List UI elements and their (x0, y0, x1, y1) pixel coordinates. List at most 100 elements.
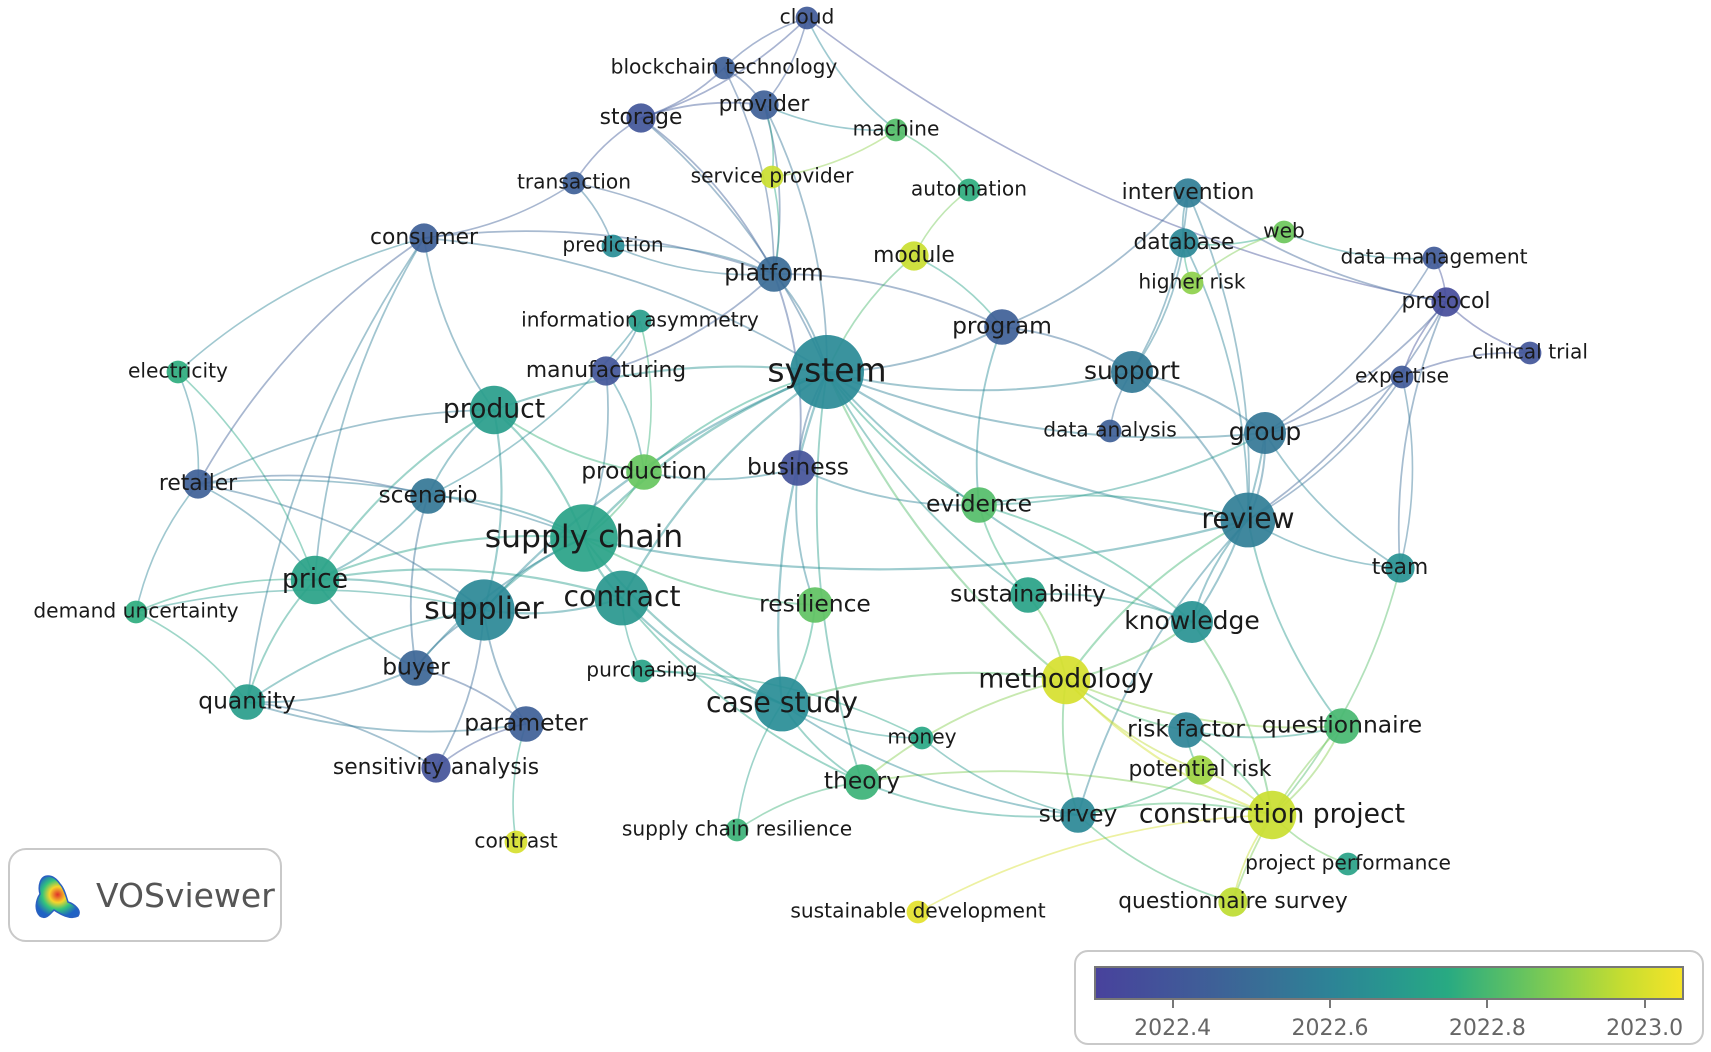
node-manufacturing[interactable] (591, 356, 621, 386)
label-storage[interactable]: storage (600, 105, 683, 130)
label-data-management[interactable]: data management (1340, 245, 1527, 269)
node-service-provider[interactable] (760, 165, 784, 189)
label-provider[interactable]: provider (719, 92, 810, 117)
label-supplier[interactable]: supplier (424, 592, 544, 627)
node-storage[interactable] (626, 103, 656, 133)
node-scenario[interactable] (410, 478, 446, 514)
label-module[interactable]: module (873, 243, 955, 268)
label-knowledge[interactable]: knowledge (1124, 606, 1260, 635)
label-resilience[interactable]: resilience (759, 590, 871, 618)
node-electricity[interactable] (166, 360, 190, 384)
label-purchasing[interactable]: purchasing (586, 658, 697, 682)
label-database[interactable]: database (1133, 230, 1234, 255)
label-review[interactable]: review (1201, 502, 1294, 535)
node-evidence[interactable] (961, 487, 997, 523)
label-supply-chain[interactable]: supply chain (485, 519, 683, 555)
label-sustainable-development[interactable]: sustainable development (790, 899, 1045, 923)
node-questionnaire-survey[interactable] (1218, 887, 1248, 917)
node-cloud[interactable] (795, 6, 819, 30)
node-provider[interactable] (749, 90, 779, 120)
node-case-study[interactable] (754, 676, 810, 732)
label-methodology[interactable]: methodology (978, 664, 1153, 695)
label-demand-uncertainty[interactable]: demand uncertainty (33, 599, 238, 623)
node-prediction[interactable] (601, 234, 625, 258)
label-money[interactable]: money (887, 725, 956, 749)
node-higher-risk[interactable] (1180, 271, 1204, 295)
label-contract[interactable]: contract (563, 580, 680, 613)
node-methodology[interactable] (1041, 655, 1091, 705)
label-potential-risk[interactable]: potential risk (1129, 757, 1272, 782)
node-knowledge[interactable] (1171, 601, 1213, 643)
label-team[interactable]: team (1372, 555, 1429, 580)
node-parameter[interactable] (508, 706, 544, 742)
label-sensitivity-analysis[interactable]: sensitivity analysis (333, 755, 539, 780)
node-risk-factor[interactable] (1168, 712, 1204, 748)
node-program[interactable] (984, 309, 1020, 345)
label-supply-chain-resilience[interactable]: supply chain resilience (622, 817, 852, 841)
label-intervention[interactable]: intervention (1122, 180, 1255, 205)
node-sustainable-development[interactable] (906, 900, 930, 924)
label-transaction[interactable]: transaction (517, 170, 631, 194)
node-money[interactable] (910, 726, 934, 750)
label-machine[interactable]: machine (853, 117, 940, 141)
node-protocol[interactable] (1431, 287, 1461, 317)
node-construction-project[interactable] (1247, 790, 1297, 840)
label-consumer[interactable]: consumer (370, 225, 478, 250)
label-contrast[interactable]: contrast (474, 829, 557, 853)
node-database[interactable] (1169, 228, 1199, 258)
node-blockchain-technology[interactable] (712, 56, 736, 80)
label-electricity[interactable]: electricity (128, 359, 228, 383)
node-potential-risk[interactable] (1185, 755, 1215, 785)
node-automation[interactable] (957, 178, 981, 202)
node-sensitivity-analysis[interactable] (421, 753, 451, 783)
label-manufacturing[interactable]: manufacturing (526, 358, 686, 383)
label-clinical-trial[interactable]: clinical trial (1472, 340, 1588, 364)
node-web[interactable] (1272, 220, 1296, 244)
label-theory[interactable]: theory (824, 767, 900, 795)
node-support[interactable] (1111, 351, 1153, 393)
node-production[interactable] (626, 454, 662, 490)
label-questionnaire[interactable]: questionnaire (1262, 711, 1422, 739)
node-retailer[interactable] (183, 469, 213, 499)
label-prediction[interactable]: prediction (562, 233, 663, 257)
label-protocol[interactable]: protocol (1402, 289, 1491, 314)
label-construction-project[interactable]: construction project (1139, 799, 1405, 830)
label-price[interactable]: price (282, 564, 348, 595)
node-buyer[interactable] (398, 650, 434, 686)
label-project-performance[interactable]: project performance (1245, 851, 1451, 875)
label-expertise[interactable]: expertise (1355, 364, 1449, 388)
node-business[interactable] (780, 450, 816, 486)
node-contract[interactable] (594, 570, 650, 626)
node-project-performance[interactable] (1336, 852, 1360, 876)
label-buyer[interactable]: buyer (382, 653, 450, 681)
node-machine[interactable] (884, 118, 908, 142)
label-program[interactable]: program (952, 312, 1052, 340)
node-price[interactable] (290, 555, 340, 605)
label-survey[interactable]: survey (1039, 800, 1118, 828)
node-quantity[interactable] (229, 684, 265, 720)
label-sustainability[interactable]: sustainability (950, 580, 1106, 608)
node-data-management[interactable] (1422, 246, 1446, 270)
label-platform[interactable]: platform (724, 259, 823, 287)
label-production[interactable]: production (581, 457, 707, 485)
label-blockchain-technology[interactable]: blockchain technology (611, 55, 838, 79)
node-expertise[interactable] (1390, 365, 1414, 389)
node-demand-uncertainty[interactable] (124, 600, 148, 624)
node-resilience[interactable] (797, 587, 833, 623)
node-purchasing[interactable] (630, 659, 654, 683)
label-web[interactable]: web (1263, 219, 1305, 243)
node-information-asymmetry[interactable] (628, 309, 652, 333)
node-team[interactable] (1385, 553, 1415, 583)
node-supply-chain[interactable] (550, 504, 618, 572)
label-business[interactable]: business (747, 453, 849, 481)
label-system[interactable]: system (767, 351, 886, 390)
node-supply-chain-resilience[interactable] (725, 818, 749, 842)
label-automation[interactable]: automation (911, 177, 1027, 201)
node-clinical-trial[interactable] (1518, 341, 1542, 365)
node-supplier[interactable] (453, 579, 515, 641)
node-group[interactable] (1244, 412, 1286, 454)
node-product[interactable] (469, 385, 519, 435)
label-higher-risk[interactable]: higher risk (1138, 270, 1246, 294)
label-cloud[interactable]: cloud (780, 5, 835, 29)
label-parameter[interactable]: parameter (464, 709, 588, 737)
